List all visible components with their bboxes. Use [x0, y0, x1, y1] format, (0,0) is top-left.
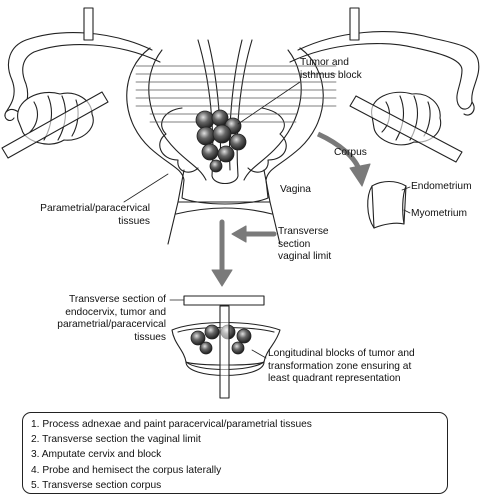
- myometrium-label: Myometrium: [411, 208, 467, 221]
- longitudinal-label-line-1: Longitudinal blocks of tumor and: [268, 348, 468, 361]
- endometrium-label: Endometrium: [411, 181, 472, 194]
- transverse-label-line-4: tissues: [20, 332, 166, 345]
- parametrial-label-line-1: Parametrial/paracervical: [10, 203, 150, 216]
- transverse-section-slab: [184, 296, 264, 305]
- transverse-label-line-3: parametrial/paracervical: [20, 319, 166, 332]
- vagina-label: Vagina: [280, 184, 311, 197]
- cervix-cross-section: [172, 306, 280, 398]
- step-4: 4. Probe and hemisect the corpus lateral…: [31, 463, 447, 478]
- step-3: 3. Amputate cervix and block: [31, 447, 447, 462]
- left-parametrium: [160, 108, 198, 172]
- tumor-block-label: Tumor and isthmus block: [300, 57, 386, 82]
- vaginal-limit-label-line-2: section: [278, 239, 331, 252]
- step-1: 1. Process adnexae and paint paracervica…: [31, 417, 447, 432]
- transverse-label-line-1: Transverse section of: [20, 294, 166, 307]
- parametrial-label-line-2: tissues: [10, 216, 150, 229]
- corpus-slice: [368, 182, 406, 229]
- left-ovary: [2, 92, 108, 158]
- corpus-arrow: [318, 134, 370, 186]
- transverse-label-line-2: endocervix, tumor and: [20, 307, 166, 320]
- transverse-endocervix-label: Transverse section of endocervix, tumor …: [20, 294, 166, 344]
- tumor-block-label-line-1: Tumor and: [300, 57, 386, 70]
- longitudinal-label: Longitudinal blocks of tumor and transfo…: [268, 348, 468, 386]
- corpus-label: Corpus: [334, 147, 367, 160]
- vaginal-limit-label-line-1: Transverse: [278, 226, 331, 239]
- vaginal-limit-label: Transverse section vaginal limit: [278, 226, 331, 264]
- step-2: 2. Transverse section the vaginal limit: [31, 432, 447, 447]
- longitudinal-label-line-3: least quadrant representation: [268, 373, 468, 386]
- down-arrow: [212, 222, 232, 286]
- vaginal-limit-label-line-3: vaginal limit: [278, 251, 331, 264]
- step-5: 5. Transverse section corpus: [31, 478, 447, 493]
- parametrial-label: Parametrial/paracervical tissues: [10, 203, 150, 228]
- parametrial-leader: [124, 174, 168, 202]
- tumor-block-leader: [238, 82, 300, 124]
- longitudinal-label-line-2: transformation zone ensuring at: [268, 361, 468, 374]
- tumor-block-label-line-2: isthmus block: [300, 70, 386, 83]
- vaginal-limit-arrow: [232, 226, 274, 242]
- procedure-steps-box: 1. Process adnexae and paint paracervica…: [22, 412, 448, 494]
- vaginal-cuff: [178, 170, 270, 202]
